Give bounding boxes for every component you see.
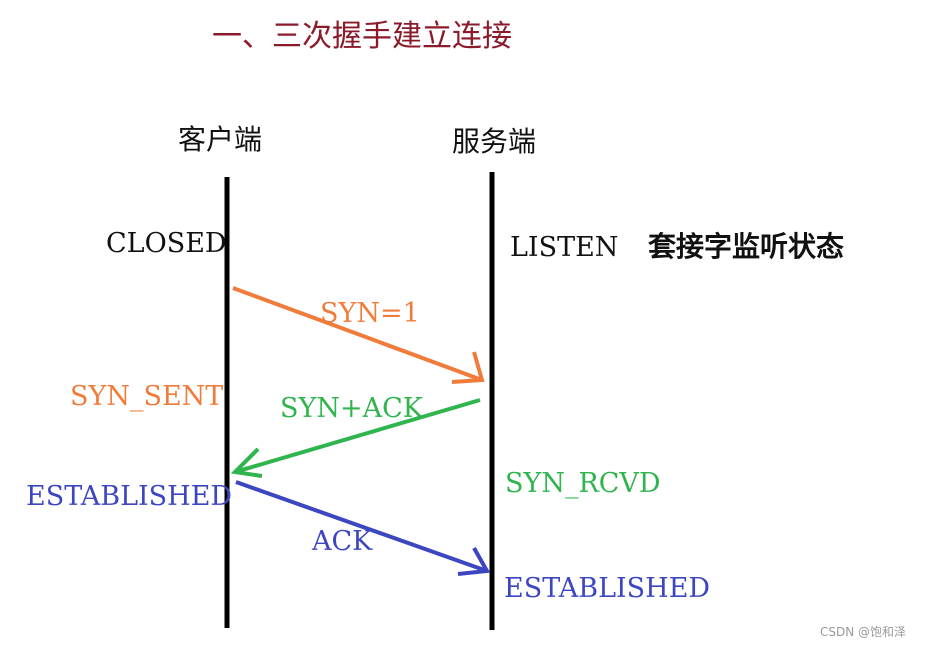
client-state-established: ESTABLISHED [26, 481, 233, 512]
client-actor-label: 客户端 [178, 123, 263, 156]
syn-message-label: SYN=1 [320, 298, 420, 329]
ack-arrow [235, 480, 491, 576]
client-state-closed: CLOSED [106, 228, 227, 259]
synack-message-label: SYN+ACK [280, 393, 423, 424]
server-state-syn-rcvd: SYN_RCVD [505, 468, 661, 499]
watermark: CSDN @饱和泽 [820, 625, 907, 639]
ack-message-label: ACK [312, 526, 373, 557]
server-state-listen: LISTEN [510, 232, 619, 263]
server-actor-label: 服务端 [452, 125, 537, 158]
server-listen-note: 套接字监听状态 [648, 230, 845, 263]
server-state-established: ESTABLISHED [504, 573, 711, 604]
synack-arrow [230, 398, 481, 478]
client-state-syn-sent: SYN_SENT [70, 381, 224, 412]
diagram-title: 一、三次握手建立连接 [212, 19, 512, 54]
syn-arrow [232, 286, 485, 384]
